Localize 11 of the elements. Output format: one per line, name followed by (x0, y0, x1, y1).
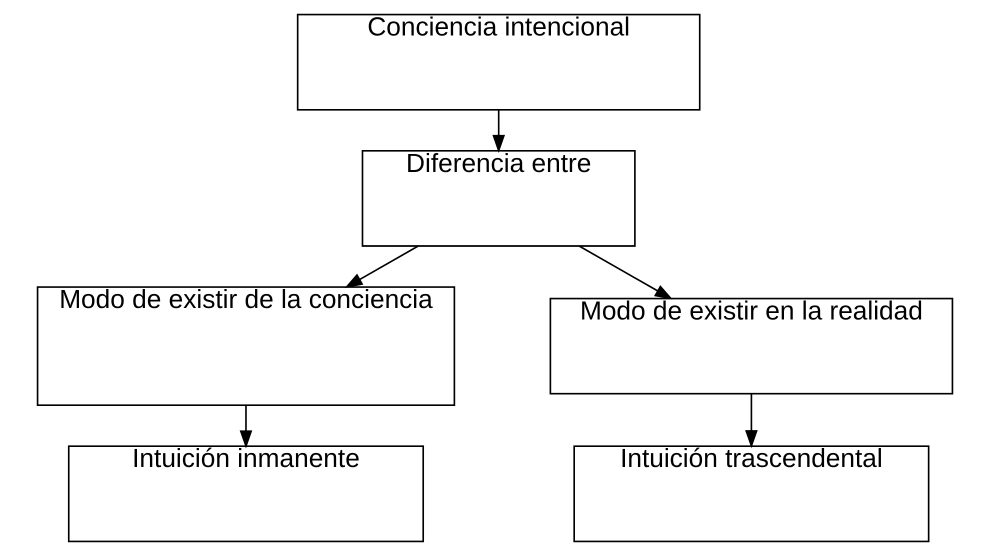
arrow (239, 405, 252, 448)
node-box: Conciencia intencional (296, 14, 700, 111)
node-box: Intuición trascendental (572, 445, 929, 542)
arrow (744, 394, 758, 448)
arrow (492, 110, 505, 153)
node-box: Diferencia entre (361, 150, 636, 247)
node-box: Intuición inmanente (67, 445, 424, 542)
node-box: Modo de existir en la realidad (549, 298, 953, 394)
node-box: Modo de existir de la conciencia (36, 286, 455, 406)
arrow (578, 245, 672, 300)
arrow (344, 245, 418, 288)
